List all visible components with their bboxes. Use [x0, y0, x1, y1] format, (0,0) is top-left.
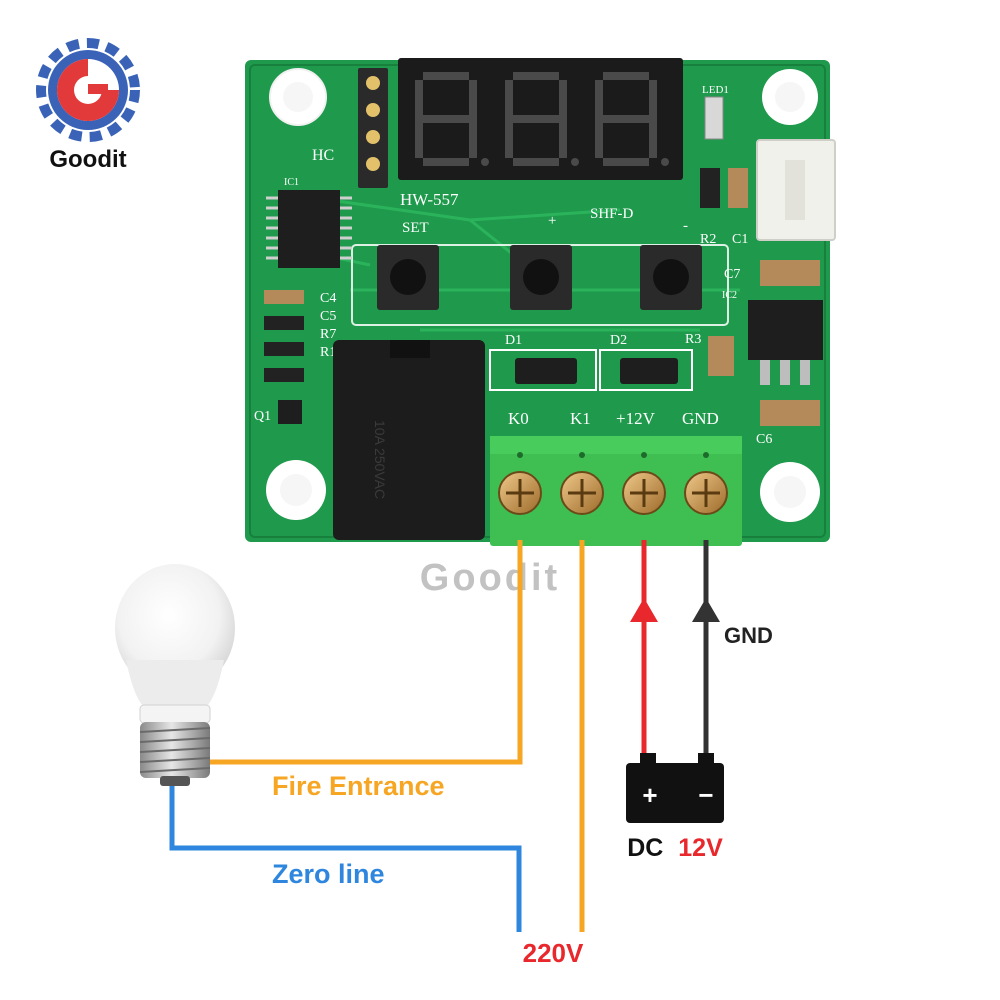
thermostat-board: HC LED1 HW-557 SET + SHF-D -: [245, 58, 836, 546]
battery-minus: −: [698, 780, 713, 810]
display-segment: [603, 72, 649, 80]
ic1-chip: [266, 190, 352, 268]
header-pins: [358, 68, 388, 188]
display-segment: [505, 119, 513, 158]
mounting-hole: [266, 460, 326, 520]
battery-plus: +: [642, 780, 657, 810]
display-segment: [649, 119, 657, 158]
light-bulb: [115, 564, 235, 786]
display-segment: [505, 80, 513, 119]
c5-label: C5: [320, 309, 336, 324]
mounting-hole: [269, 68, 327, 126]
smd-components: [264, 168, 820, 426]
r1-label: R1: [320, 345, 336, 360]
display-segment: [415, 119, 423, 158]
display-segment: [559, 80, 567, 119]
display-segment: [513, 115, 559, 123]
d2-label: D2: [610, 333, 627, 348]
relay-text: 10A 250VAC: [372, 420, 388, 499]
display-decimal-point: [661, 158, 669, 166]
c6-label: C6: [756, 432, 772, 447]
dc-voltage: 12V: [678, 834, 723, 862]
display-segment: [595, 119, 603, 158]
voltage-regulator: [748, 300, 823, 385]
minus-label: -: [683, 218, 688, 234]
dc-prefix: DC: [627, 834, 663, 862]
wires: [169, 540, 709, 932]
screw-terminal-k0[interactable]: [498, 471, 542, 515]
display-segment: [423, 158, 469, 166]
display-segment: [415, 80, 423, 119]
diode-d1: [515, 358, 577, 384]
model-label: HW-557: [400, 190, 459, 209]
display-segment: [595, 80, 603, 119]
c4-label: C4: [320, 291, 336, 306]
q1-transistor: [278, 400, 302, 424]
led: [704, 96, 724, 140]
shf-label: SHF-D: [590, 206, 634, 222]
terminal-label-12v: +12V: [616, 409, 656, 428]
q1-label: Q1: [254, 409, 271, 424]
zero-line-label: Zero line: [272, 859, 385, 889]
display-segment: [469, 80, 477, 119]
gear-icon: [36, 38, 140, 142]
c1-label: C1: [732, 232, 748, 247]
screw-terminal-k1[interactable]: [560, 471, 604, 515]
r3-label: R3: [685, 332, 701, 347]
display-segment: [559, 119, 567, 158]
mounting-hole: [760, 462, 820, 522]
r2-label: R2: [700, 232, 716, 247]
minus-button[interactable]: [640, 245, 702, 310]
display-segment: [513, 158, 559, 166]
ic1-label: IC1: [284, 177, 299, 188]
ground-arrow-icon: [692, 598, 720, 622]
bulb-screw-base: [139, 722, 211, 786]
sensor-connector: [756, 139, 836, 241]
screw-terminal-12v[interactable]: [622, 471, 666, 515]
neutral-wire: [169, 780, 522, 932]
plus-button[interactable]: [510, 245, 572, 310]
led-label: LED1: [702, 84, 729, 96]
display-segment: [423, 115, 469, 123]
r7-label: R7: [320, 327, 336, 342]
positive-arrow-icon: [630, 598, 658, 622]
ic2-label: IC2: [722, 290, 737, 301]
live-wire-to-bulb: [200, 540, 523, 765]
dc-label: DC 12V: [627, 834, 723, 862]
display-digit: [505, 72, 579, 166]
terminal-block: [490, 436, 742, 546]
dc-battery: + −: [626, 753, 724, 823]
display-decimal-point: [571, 158, 579, 166]
set-label: SET: [402, 220, 429, 236]
display-digit: [595, 72, 669, 166]
terminal-label-k1: K1: [570, 409, 591, 428]
terminal-label-gnd: GND: [682, 409, 719, 428]
goodit-logo: Goodit: [36, 38, 140, 173]
c7-label: C7: [724, 267, 740, 282]
display-segment: [649, 80, 657, 119]
fire-entrance-label: Fire Entrance: [272, 771, 445, 801]
display-segment: [603, 158, 649, 166]
watermark: Goodit: [420, 557, 560, 599]
mounting-hole: [762, 69, 818, 125]
relay: 10A 250VAC: [333, 340, 485, 540]
logo-text: Goodit: [49, 146, 126, 173]
display-segment: [603, 115, 649, 123]
terminal-label-k0: K0: [508, 409, 529, 428]
display-segment: [423, 72, 469, 80]
header-label: HC: [312, 147, 334, 164]
d1-label: D1: [505, 333, 522, 348]
gnd-label: GND: [724, 623, 773, 648]
seven-segment-display: [398, 58, 683, 180]
plus-label: +: [548, 213, 556, 229]
display-segment: [469, 119, 477, 158]
display-segment: [513, 72, 559, 80]
set-button[interactable]: [377, 245, 439, 310]
display-digit: [415, 72, 489, 166]
display-decimal-point: [481, 158, 489, 166]
ac-voltage-label: 220V: [523, 938, 584, 968]
diode-d2: [620, 358, 678, 384]
screw-terminal-gnd[interactable]: [684, 471, 728, 515]
